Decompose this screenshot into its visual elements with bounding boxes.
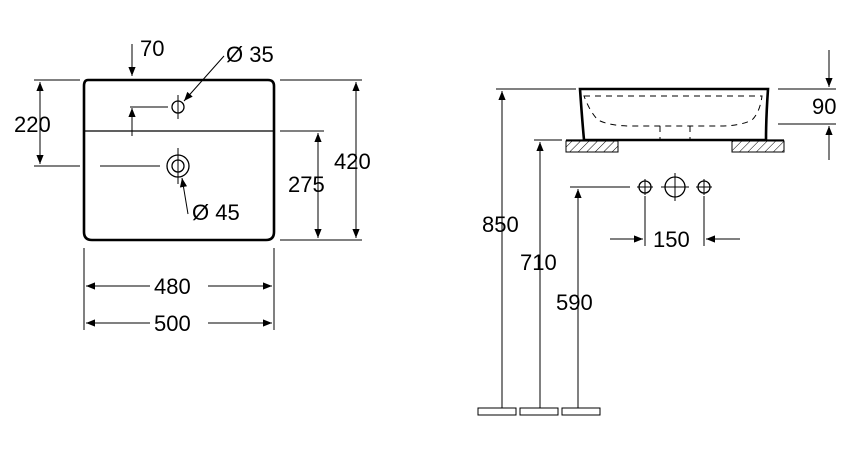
dim-inner-width: 480 <box>154 274 191 299</box>
countertop-hatch-right <box>731 140 785 153</box>
dim-tap-offset: 70 <box>140 36 164 61</box>
dim-waste-height: 590 <box>556 290 593 315</box>
tap-connection-center <box>661 173 689 201</box>
dim-overall-width: 500 <box>154 311 191 336</box>
tap-connection-left <box>637 179 653 195</box>
basin-side-profile <box>578 87 770 142</box>
dim-tap-spacing: 150 <box>653 227 690 252</box>
bowl-inner-hidden-line <box>583 95 763 127</box>
dim-basin-height: 90 <box>812 94 836 119</box>
dim-counter-height: 710 <box>520 250 557 275</box>
dim-waste-diameter: Ø 45 <box>192 200 240 225</box>
dim-overall-depth: 420 <box>334 149 371 174</box>
floor-block-3 <box>561 407 601 416</box>
tap-connection-right <box>696 179 712 195</box>
dim-tap-hole-diameter: Ø 35 <box>226 42 274 67</box>
dim-bowl-depth: 275 <box>288 172 325 197</box>
floor-block-1 <box>477 407 517 416</box>
dim-top-height: 850 <box>482 212 519 237</box>
side-view: 90 850 710 590 <box>477 50 836 416</box>
basin-outline <box>82 78 276 242</box>
floor-block-2 <box>519 407 559 416</box>
top-view: 70 Ø 35 Ø 45 220 420 275 480 500 <box>14 36 371 336</box>
dim-tap-depth: 220 <box>14 112 51 137</box>
countertop-hatch-left <box>565 140 619 153</box>
